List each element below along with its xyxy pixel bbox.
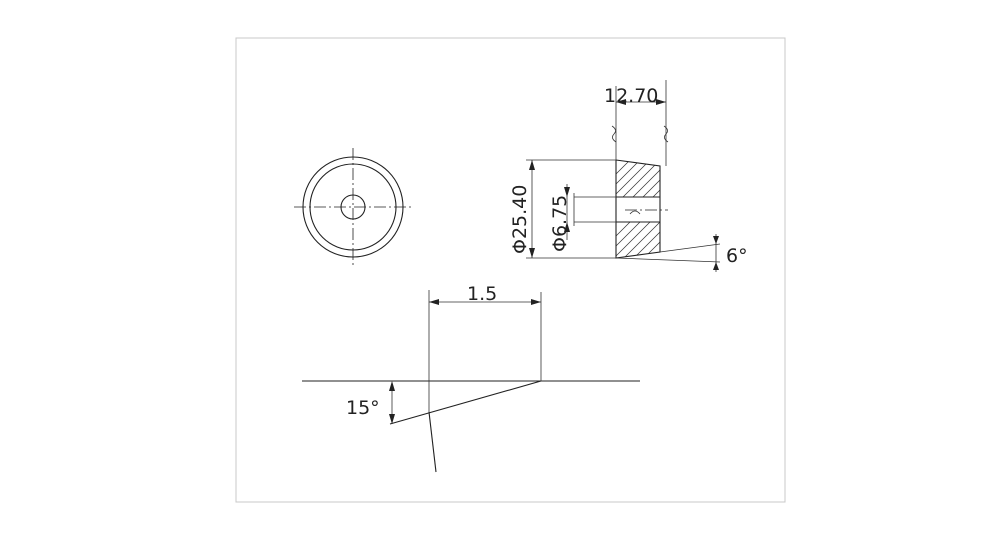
section-hatch-upper	[616, 160, 660, 197]
dim-chamfer-length-label: 1.5	[467, 283, 497, 305]
front-view	[294, 148, 412, 268]
break-mark-left	[611, 125, 617, 143]
dim-width-label: 12.70	[604, 85, 658, 107]
drawing-frame	[235, 37, 786, 503]
dim-outer-diameter-label: Φ25.40	[509, 185, 531, 254]
section-view	[526, 80, 721, 272]
chamfer-line	[389, 380, 542, 425]
chamfer-detail	[302, 290, 640, 473]
dim-inner-diameter-label: Φ6.75	[549, 195, 571, 252]
dim-chamfer-angle-label: 15°	[346, 397, 380, 419]
dim-taper-angle-label: 6°	[726, 245, 748, 267]
